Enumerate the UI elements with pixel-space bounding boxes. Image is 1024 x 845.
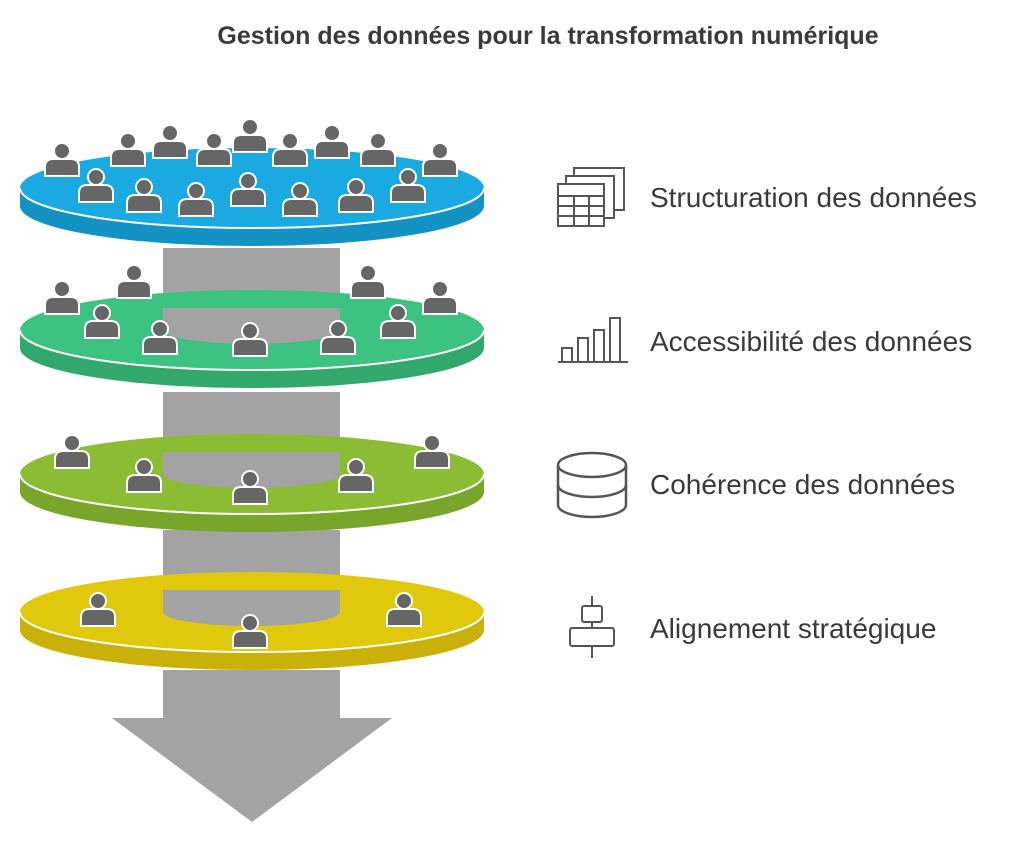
person-icon bbox=[78, 168, 114, 203]
database-icon bbox=[556, 451, 628, 519]
legend-item-structuration: Structuration des données bbox=[557, 167, 977, 227]
person-icon bbox=[232, 322, 268, 357]
person-icon bbox=[360, 132, 396, 167]
person-icon bbox=[232, 614, 268, 649]
legend-item-alignement: Alignement stratégique bbox=[569, 596, 936, 658]
legend-item-accessibilite: Accessibilité des données bbox=[558, 317, 972, 363]
person-icon bbox=[350, 264, 386, 299]
person-icon bbox=[126, 178, 162, 213]
person-icon bbox=[54, 434, 90, 469]
diagram-title: Gestion des données pour la transformati… bbox=[217, 22, 878, 50]
layer-accessibilite bbox=[19, 248, 485, 388]
person-icon bbox=[390, 168, 426, 203]
person-icon bbox=[44, 280, 80, 315]
person-icon bbox=[272, 132, 308, 167]
person-icon bbox=[196, 132, 232, 167]
legend-label-structuration: Structuration des données bbox=[650, 182, 977, 213]
bar-chart-icon bbox=[558, 317, 628, 363]
person-icon bbox=[320, 320, 356, 355]
down-arrow bbox=[112, 670, 392, 822]
person-icon bbox=[338, 178, 374, 213]
person-icon bbox=[230, 172, 266, 207]
legend-item-coherence: Cohérence des données bbox=[556, 451, 955, 519]
spreadsheet-stack-icon bbox=[557, 167, 625, 227]
person-icon bbox=[414, 434, 450, 469]
person-icon bbox=[152, 124, 188, 159]
legend-label-accessibilite: Accessibilité des données bbox=[650, 326, 972, 357]
person-icon bbox=[44, 142, 80, 177]
person-icon bbox=[282, 182, 318, 217]
legend-label-alignement: Alignement stratégique bbox=[650, 613, 936, 644]
person-icon bbox=[84, 304, 120, 339]
person-icon bbox=[126, 458, 162, 493]
legend-label-coherence: Cohérence des données bbox=[650, 469, 955, 500]
person-icon bbox=[338, 458, 374, 493]
person-icon bbox=[380, 304, 416, 339]
person-icon bbox=[314, 124, 350, 159]
person-icon bbox=[422, 280, 458, 315]
person-icon bbox=[80, 592, 116, 627]
person-icon bbox=[232, 470, 268, 505]
people-group bbox=[44, 118, 458, 649]
person-icon bbox=[110, 132, 146, 167]
align-center-icon bbox=[569, 596, 615, 658]
person-icon bbox=[178, 182, 214, 217]
person-icon bbox=[386, 592, 422, 627]
person-icon bbox=[142, 320, 178, 355]
person-icon bbox=[232, 118, 268, 153]
person-icon bbox=[116, 264, 152, 299]
person-icon bbox=[422, 142, 458, 177]
